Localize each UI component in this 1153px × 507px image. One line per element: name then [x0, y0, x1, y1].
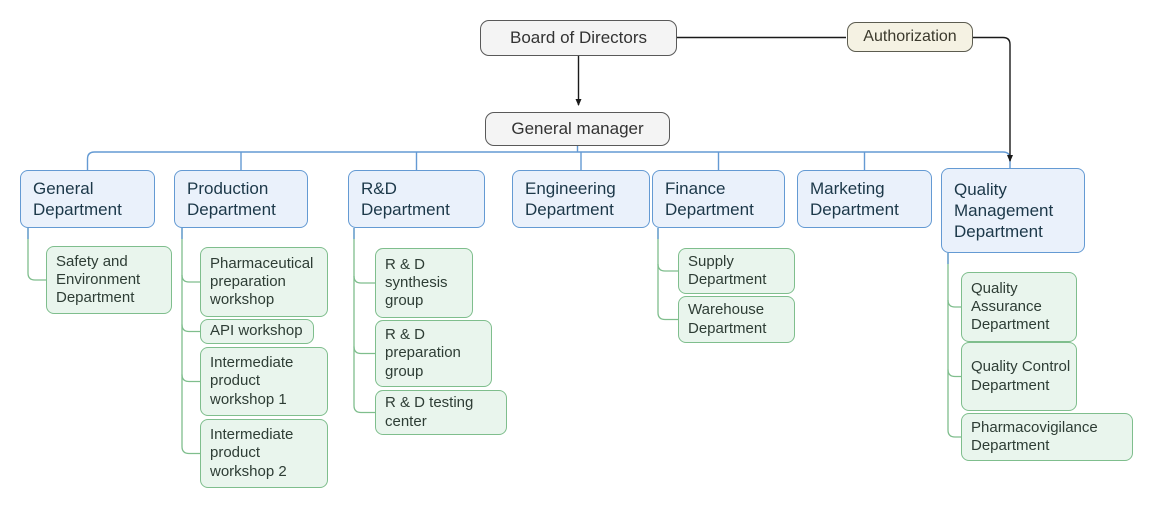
- sub-department-node[interactable]: Intermediate product workshop 1: [200, 347, 328, 416]
- sub-department-node-label: Quality Control Department: [971, 358, 1071, 394]
- department-node-label: Finance Department: [665, 178, 754, 219]
- sub-department-node[interactable]: Supply Department: [678, 248, 795, 294]
- authorization-node-label: Authorization: [863, 28, 957, 46]
- board-of-directors-node-label: Board of Directors: [510, 28, 647, 48]
- department-node-label: Marketing Department: [810, 178, 899, 219]
- department-node[interactable]: Quality Management Department: [941, 168, 1085, 253]
- sub-department-node[interactable]: API workshop: [200, 319, 314, 344]
- sub-department-node-label: R & D synthesis group: [385, 255, 448, 310]
- board-of-directors-node[interactable]: Board of Directors: [480, 20, 677, 56]
- sub-department-node-label: R & D preparation group: [385, 326, 461, 380]
- department-node-label: Production Department: [187, 178, 276, 219]
- general-manager-node-label: General manager: [511, 119, 644, 139]
- sub-department-node[interactable]: Pharmacovigilance Department: [961, 413, 1133, 461]
- sub-department-node[interactable]: Warehouse Department: [678, 296, 795, 343]
- sub-department-node-label: Warehouse Department: [688, 301, 767, 337]
- sub-department-node[interactable]: Intermediate product workshop 2: [200, 419, 328, 488]
- department-node[interactable]: R&D Department: [348, 170, 485, 228]
- general-manager-node[interactable]: General manager: [485, 112, 670, 146]
- department-node[interactable]: Engineering Department: [512, 170, 650, 228]
- sub-department-node-label: Supply Department: [688, 252, 767, 288]
- department-node[interactable]: Marketing Department: [797, 170, 932, 228]
- sub-department-node[interactable]: Safety and Environment Department: [46, 246, 172, 314]
- department-node-label: General Department: [33, 178, 122, 219]
- sub-department-node-label: Pharmacovigilance Department: [971, 418, 1098, 454]
- department-node-label: Engineering Department: [525, 178, 616, 219]
- sub-department-node-label: Quality Assurance Department: [971, 279, 1050, 334]
- department-node-label: R&D Department: [361, 178, 450, 219]
- sub-department-node-label: Intermediate product workshop 1: [210, 354, 294, 408]
- sub-department-node[interactable]: Quality Assurance Department: [961, 272, 1077, 342]
- sub-department-node-label: Pharmaceutical preparation workshop: [210, 254, 314, 309]
- sub-department-node-label: Safety and Environment Department: [56, 252, 141, 307]
- department-node-label: Quality Management Department: [954, 179, 1054, 242]
- sub-department-node[interactable]: R & D testing center: [375, 390, 507, 435]
- sub-department-node-label: Intermediate product workshop 2: [210, 426, 294, 480]
- sub-department-node[interactable]: Pharmaceutical preparation workshop: [200, 247, 328, 317]
- sub-department-node[interactable]: Quality Control Department: [961, 342, 1077, 411]
- department-node[interactable]: Production Department: [174, 170, 308, 228]
- sub-department-node-label: API workshop: [210, 322, 303, 340]
- sub-department-node[interactable]: R & D synthesis group: [375, 248, 473, 318]
- authorization-node[interactable]: Authorization: [847, 22, 973, 52]
- sub-department-node[interactable]: R & D preparation group: [375, 320, 492, 387]
- department-node[interactable]: Finance Department: [652, 170, 785, 228]
- sub-department-node-label: R & D testing center: [385, 394, 474, 430]
- department-node[interactable]: General Department: [20, 170, 155, 228]
